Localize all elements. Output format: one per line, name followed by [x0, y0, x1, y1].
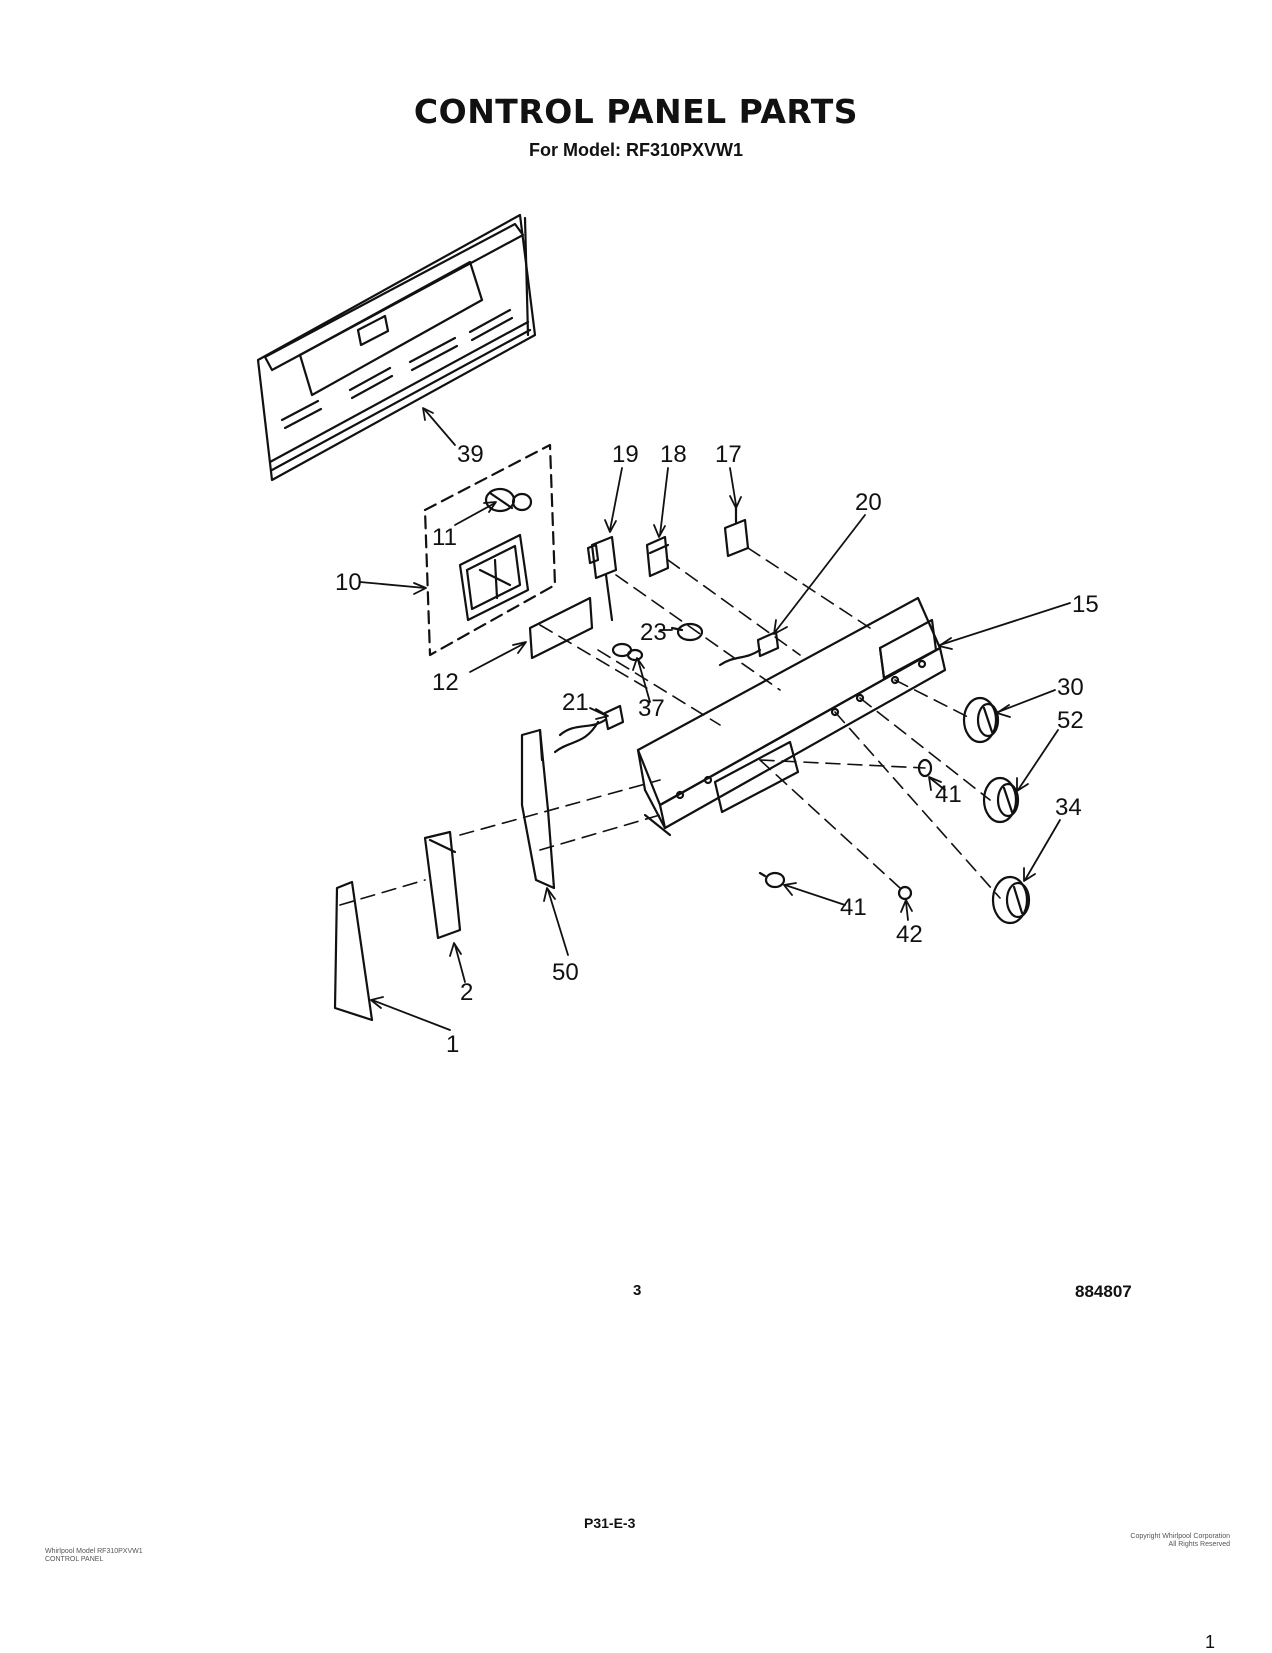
socket-part-23: [670, 622, 704, 642]
bumper-part-42: [897, 885, 913, 901]
callout-23: 23: [640, 619, 667, 646]
knob-part-52: [982, 776, 1020, 824]
callout-42: 42: [896, 921, 923, 948]
callout-11: 11: [432, 524, 457, 551]
control-panel-part-15: [636, 596, 947, 837]
document-number: 884807: [1075, 1282, 1132, 1301]
callout-37: 37: [638, 695, 665, 722]
clock-assembly-box: [423, 443, 557, 657]
callout-19: 19: [612, 441, 639, 468]
model-subtitle: For Model: RF310PXVW1: [528, 140, 744, 160]
callout-50: 50: [552, 959, 579, 986]
end-cap-part-2: [423, 830, 462, 940]
switch-part-17: [723, 503, 750, 558]
callout-52: 52: [1057, 707, 1084, 734]
switch-part-19: [586, 535, 618, 622]
callout-12: 12: [432, 669, 459, 696]
clip-part-37: [611, 642, 644, 662]
callout-10: 10: [335, 569, 362, 596]
callout-34: 34: [1055, 794, 1082, 821]
callout-21: 21: [562, 689, 589, 716]
callout-2: 2: [460, 979, 473, 1006]
callout-labels: 39 19 18 17 20 11 10 15 23 12 37 21 30 5…: [335, 441, 1099, 1058]
switch-part-18: [645, 535, 670, 578]
callout-18: 18: [660, 441, 687, 468]
callout-39: 39: [457, 441, 484, 468]
model-footnote: Whirlpool Model RF310PXVW1 CONTROL PANEL: [45, 1548, 143, 1563]
callout-17: 17: [715, 441, 742, 468]
rear-panel-part-39: [256, 213, 537, 482]
clock-lens-part-12: [528, 596, 594, 660]
alignment-lines: [339, 547, 1001, 906]
page-code: P31-E-3: [584, 1515, 636, 1531]
knob-part-34: [991, 875, 1031, 925]
callout-20: 20: [855, 489, 882, 516]
knob-part-30: [962, 696, 1000, 744]
screw-part-41-lower: [758, 871, 786, 889]
callout-41-lower: 41: [840, 894, 867, 921]
callout-1: 1: [446, 1031, 459, 1058]
light-switch-part-20: [718, 630, 780, 667]
page-number: 3: [633, 1282, 642, 1299]
callout-15: 15: [1072, 591, 1099, 618]
end-cap-part-1: [333, 880, 374, 1022]
callout-30: 30: [1057, 674, 1084, 701]
page-title: CONTROL PANEL PARTS: [413, 92, 859, 131]
clock-part-10: [458, 533, 530, 622]
clock-knob-part-11: [484, 487, 533, 513]
corner-mark: 1: [1205, 1632, 1216, 1652]
end-cap-part-50: [520, 728, 556, 890]
lamp-socket-part-21: [553, 704, 625, 754]
copyright-footnote: Copyright Whirlpool Corporation All Righ…: [1130, 1533, 1230, 1548]
leader-lines: [359, 407, 1071, 1031]
callout-41-upper: 41: [935, 781, 962, 808]
